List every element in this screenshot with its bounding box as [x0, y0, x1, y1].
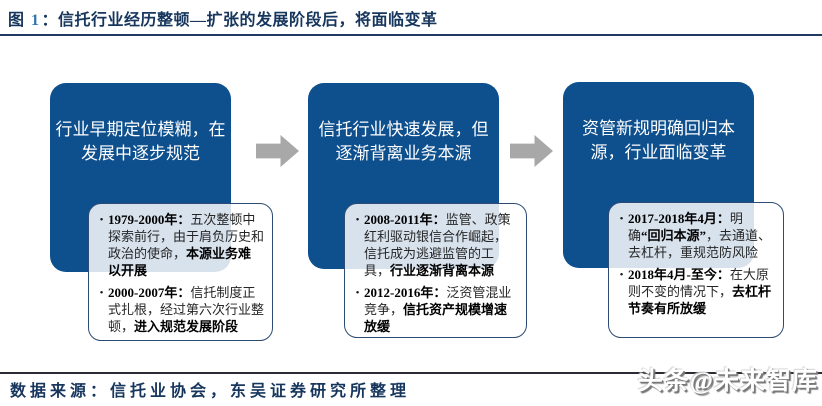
stage-heading-line: 源，行业面临变革 [590, 143, 727, 162]
right-arrow-icon [256, 135, 299, 167]
figure-title: 图 1：信托行业经历整顿—扩张的发展阶段后，将面临变革 [8, 6, 438, 30]
bullet-icon: • [99, 287, 104, 299]
bullet-icon: • [619, 213, 624, 225]
stage-heading-line: 信托行业快速发展，但 [318, 120, 489, 139]
title-divider [0, 34, 822, 36]
bullet-item: • 2017-2018年4月：明确“回归本源”，去通道、去杠杆，重规范防风险 [615, 210, 775, 261]
bullet-text: 2000-2007年：信托制度正式扎根，经过第六次行业整顿，进入规范发展阶段 [108, 285, 265, 334]
right-arrow-icon [510, 135, 553, 167]
bullet-text: 2017-2018年4月：明确“回归本源”，去通道、去杠杆，重规范防风险 [628, 211, 772, 260]
bullet-icon: • [99, 214, 104, 226]
bullet-icon: • [355, 214, 360, 226]
bullet-text: 2018年4月-至今：在大原则不变的情况下，去杠杆节奏有所放缓 [628, 267, 772, 316]
bullet-item: • 1979-2000年：五次整顿中探索前行，由于肩负历史和政治的使命，本源业务… [95, 211, 264, 279]
stage-heading-line: 逐渐背离业务本源 [335, 144, 472, 163]
watermark-text: 头条@未来智库 [637, 368, 818, 395]
bullet-item: • 2018年4月-至今：在大原则不变的情况下，去杠杆节奏有所放缓 [615, 266, 775, 317]
detail-card-reform: • 2017-2018年4月：明确“回归本源”，去通道、去杠杆，重规范防风险 •… [608, 202, 784, 338]
bullet-icon: • [619, 269, 624, 281]
figure-title-text: ：信托行业经历整顿—扩张的发展阶段后，将面临变革 [41, 12, 438, 29]
figure-number: 1 [31, 12, 40, 29]
bullet-item: • 2000-2007年：信托制度正式扎根，经过第六次行业整顿，进入规范发展阶段 [95, 284, 264, 335]
bullet-item: • 2012-2016年：泛资管混业竞争，信托资产规模增速放缓 [351, 284, 518, 335]
stage-heading-line: 行业早期定位模糊，在 [55, 120, 226, 139]
data-source-text: 数据来源：信托业协会，东吴证券研究所整理 [10, 383, 411, 400]
bullet-text: 2008-2011年：监管、政策红利驱动银信合作崛起，信托成为逃避监管的工具，行… [364, 212, 511, 278]
stage-heading: 信托行业快速发展，但 逐渐背离业务本源 [308, 83, 499, 166]
stage-heading: 行业早期定位模糊，在 发展中逐步规范 [50, 83, 231, 166]
figure-label: 图 [8, 12, 30, 29]
detail-card-early: • 1979-2000年：五次整顿中探索前行，由于肩负历史和政治的使命，本源业务… [88, 203, 273, 341]
bullet-text: 1979-2000年：五次整顿中探索前行，由于肩负历史和政治的使命，本源业务难以… [108, 212, 265, 278]
bullet-text: 2012-2016年：泛资管混业竞争，信托资产规模增速放缓 [364, 285, 512, 334]
detail-card-growth: • 2008-2011年：监管、政策红利驱动银信合作崛起，信托成为逃避监管的工具… [344, 203, 527, 338]
stage-heading-line: 发展中逐步规范 [81, 144, 200, 163]
bullet-icon: • [355, 287, 360, 299]
footer-divider [0, 372, 822, 374]
stage-heading-line: 资管新规明确回归本 [582, 119, 735, 138]
bullet-item: • 2008-2011年：监管、政策红利驱动银信合作崛起，信托成为逃避监管的工具… [351, 211, 518, 279]
stage-heading: 资管新规明确回归本 源，行业面临变革 [563, 82, 754, 165]
